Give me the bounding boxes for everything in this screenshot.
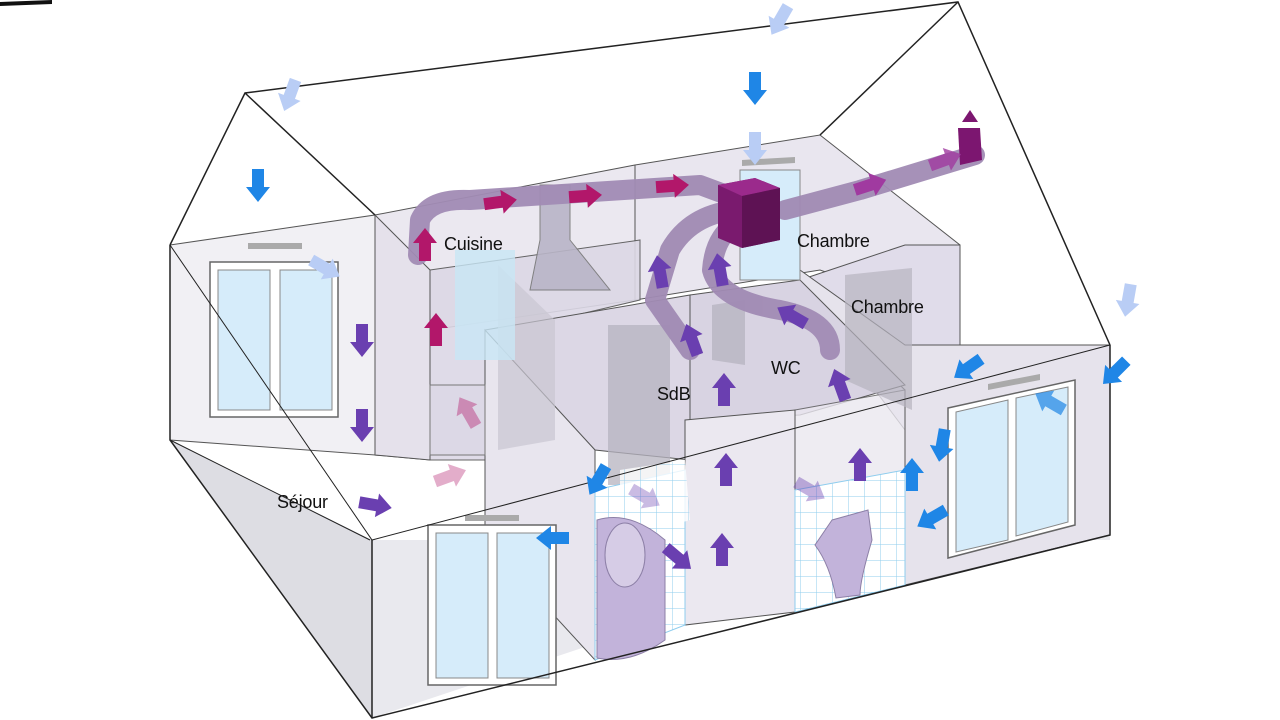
door-sdb xyxy=(608,325,670,485)
room-label-sdb: SdB xyxy=(657,384,691,404)
arrow-fresh-air-icon xyxy=(272,75,307,116)
arrow-fresh-air-icon xyxy=(1113,282,1143,319)
arrow-transfer-air-icon xyxy=(357,490,394,520)
arrow-fresh-air-icon xyxy=(743,72,767,105)
window-chambre-right xyxy=(947,374,1076,559)
corner-mark xyxy=(0,0,52,6)
kitchen-cabinet xyxy=(455,250,515,360)
house-outline xyxy=(169,1,1111,719)
room-label-chambre-2: Chambre xyxy=(851,297,924,317)
vmc-unit-icon xyxy=(718,178,780,248)
room-label-wc: WC xyxy=(771,358,801,378)
room-label-cuisine: Cuisine xyxy=(444,234,503,254)
roof-exhaust-icon xyxy=(958,110,982,165)
arrow-fresh-air-icon xyxy=(246,169,270,202)
arrow-extract-air-icon xyxy=(430,458,471,493)
arrow-fresh-air-icon xyxy=(761,0,799,41)
door-wc xyxy=(712,300,745,365)
room-label-sejour: Séjour xyxy=(277,492,328,512)
window-sejour-back xyxy=(209,243,339,418)
door-chambre2 xyxy=(845,268,912,410)
window-sejour-front xyxy=(427,515,557,686)
toilet xyxy=(814,509,873,599)
room-label-chambre-1: Chambre xyxy=(797,231,870,251)
bathtub-basin xyxy=(604,522,646,588)
